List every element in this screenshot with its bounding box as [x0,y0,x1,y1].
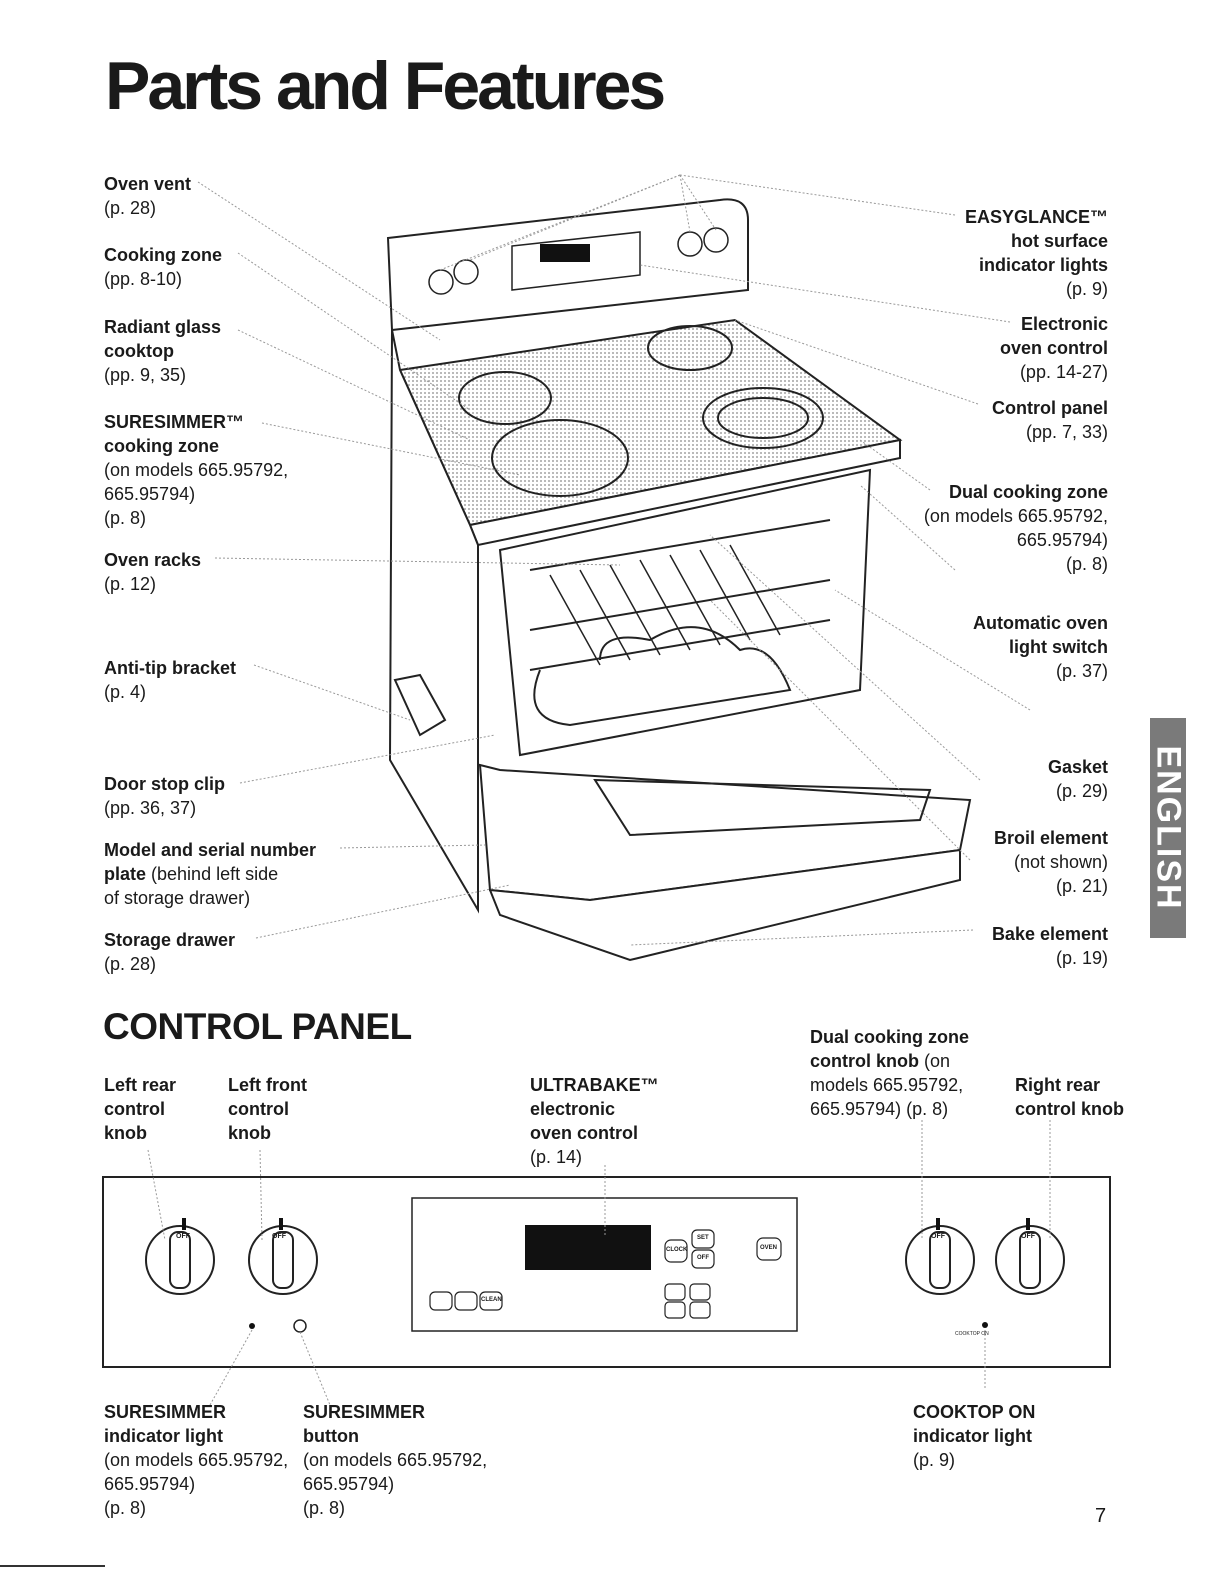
knob-off-mark-4: OFF [1021,1233,1035,1240]
label-anti-tip-bracket: Anti-tip bracket(p. 4) [104,658,237,702]
clean-button[interactable]: CLEAN [481,1297,502,1303]
label-gasket: Gasket(p. 29) [1047,757,1108,801]
off-button[interactable]: OFF [697,1255,709,1261]
label-dual-cooking-zone: Dual cooking zone(on models 665.95792,66… [923,482,1108,574]
oven-button[interactable]: OVEN [760,1245,778,1251]
side-tab-english: ENGLISH [1150,718,1188,938]
knob-off-mark-1: OFF [176,1233,190,1240]
clock-button[interactable]: CLOCK [666,1247,688,1253]
label-control-panel: Control panel(pp. 7, 33) [992,398,1108,442]
label-broil-element: Broil element(not shown)(p. 21) [993,828,1108,896]
footer-rule [0,1565,105,1567]
label-oven-racks: Oven racks(p. 12) [104,550,202,594]
label-storage-drawer: Storage drawer(p. 28) [104,930,236,974]
label-cooking-zone: Cooking zone(pp. 8-10) [104,245,222,289]
label-bake-element: Bake element(p. 19) [991,924,1108,968]
cooktop-on-mark: COOKTOP ON [955,1331,989,1337]
knob-off-mark-3: OFF [931,1233,945,1240]
label-door-stop-clip: Door stop clip(pp. 36, 37) [104,774,225,818]
knob-off-mark-2: OFF [272,1233,286,1240]
page-title: Parts and Features [105,48,666,124]
control-panel-heading: CONTROL PANEL [103,1006,412,1047]
label-oven-vent: Oven vent(p. 28) [104,174,192,218]
set-button[interactable]: SET [697,1235,709,1241]
page-number: 7 [1095,1505,1107,1527]
